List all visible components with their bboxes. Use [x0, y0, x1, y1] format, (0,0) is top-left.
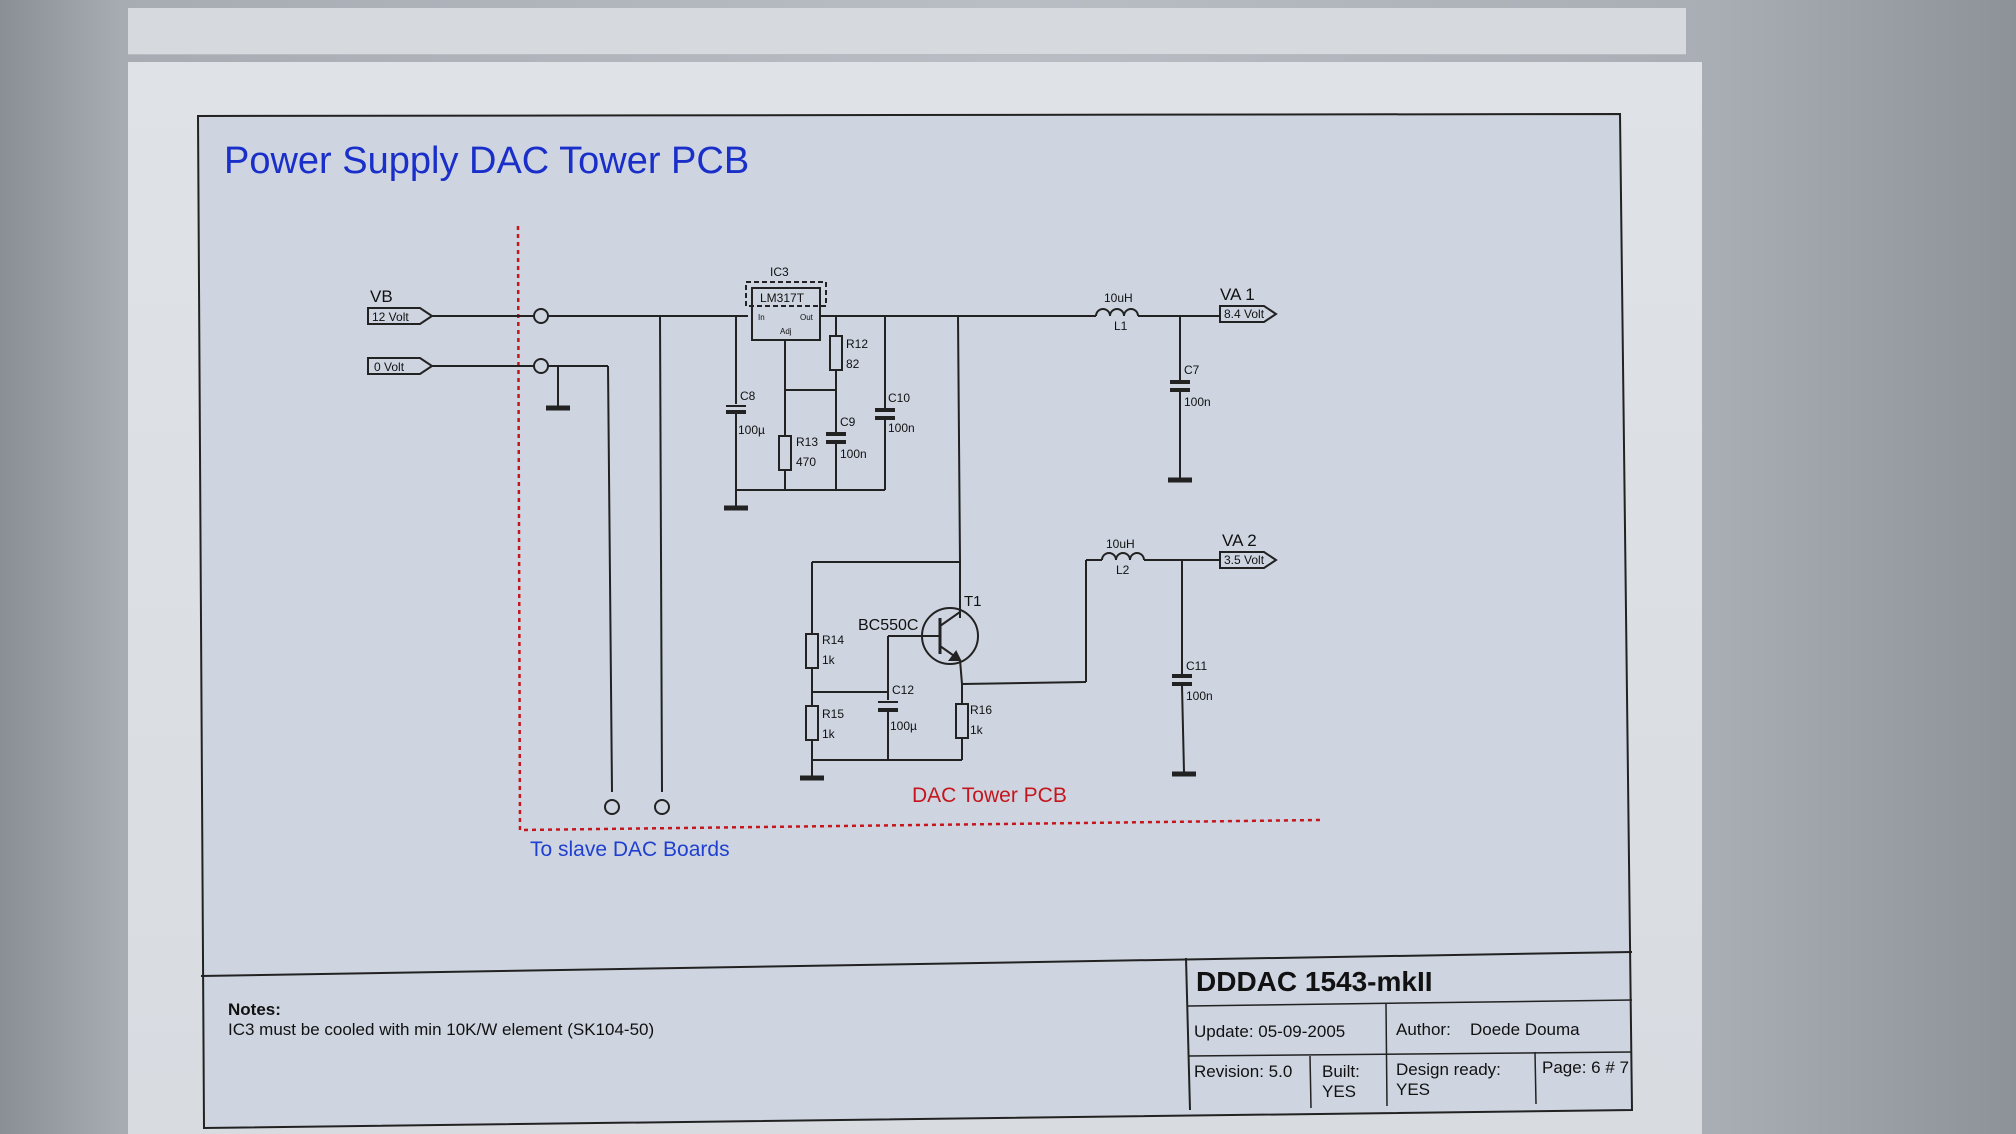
c10-ref: C10: [888, 391, 910, 405]
ic3-out-pin: Out: [800, 313, 814, 322]
va1-name: VA 1: [1220, 285, 1255, 304]
ic3-ref: IC3: [770, 265, 789, 279]
gnd-value: 0 Volt: [374, 360, 405, 374]
ic3-in-pin: In: [758, 313, 765, 322]
c11-ref: C11: [1186, 659, 1207, 673]
va2-name: VA 2: [1222, 531, 1257, 550]
design-ready-label: Design ready:: [1396, 1060, 1501, 1079]
notes-text: IC3 must be cooled with min 10K/W elemen…: [228, 1020, 655, 1039]
l1-ref: L1: [1114, 319, 1128, 333]
ic3-adj-pin: Adj: [780, 327, 792, 336]
r15-ref: R15: [822, 707, 844, 721]
va2-value: 3.5 Volt: [1224, 553, 1265, 567]
c10-value: 100n: [888, 421, 915, 435]
r12-ref: R12: [846, 337, 868, 351]
vb-value: 12 Volt: [372, 310, 409, 324]
r12-value: 82: [846, 357, 860, 371]
notes-heading: Notes:: [228, 1000, 281, 1019]
design-ready-value: YES: [1396, 1080, 1431, 1099]
l2-value: 10uH: [1106, 537, 1135, 551]
r16-ref: R16: [970, 703, 992, 717]
c12-ref: C12: [892, 683, 914, 697]
slave-boards-label: To slave DAC Boards: [530, 838, 730, 861]
c11-value: 100n: [1186, 689, 1213, 703]
c9-ref: C9: [840, 415, 856, 429]
c8-ref: C8: [740, 389, 756, 403]
r14-ref: R14: [822, 633, 844, 647]
author-name: Doede Douma: [1470, 1020, 1580, 1039]
ic3-part: LM317T: [760, 291, 805, 305]
t1-part: BC550C: [858, 617, 918, 634]
va1-value: 8.4 Volt: [1224, 307, 1265, 321]
author-label: Author:: [1396, 1020, 1451, 1039]
l1-value: 10uH: [1104, 291, 1133, 305]
r16-value: 1k: [970, 723, 984, 737]
page-number: Page: 6 # 7: [1542, 1058, 1629, 1077]
t1-ref: T1: [964, 593, 982, 610]
c8-value: 100µ: [738, 423, 765, 437]
vb-name: VB: [370, 287, 393, 306]
dac-tower-label: DAC Tower PCB: [912, 784, 1067, 807]
viewer-toolbar: [128, 8, 1686, 55]
r13-value: 470: [796, 455, 816, 469]
revision: Revision: 5.0: [1194, 1062, 1293, 1081]
r13-ref: R13: [796, 435, 818, 449]
project-title: DDDAC 1543-mkII: [1196, 966, 1433, 997]
page-title: Power Supply DAC Tower PCB: [224, 140, 750, 182]
built-value: YES: [1322, 1082, 1357, 1101]
c7-value: 100n: [1184, 395, 1211, 409]
r14-value: 1k: [822, 653, 836, 667]
c9-value: 100n: [840, 447, 867, 461]
l2-ref: L2: [1116, 563, 1130, 577]
built-label: Built:: [1322, 1062, 1360, 1081]
c7-ref: C7: [1184, 363, 1200, 377]
r15-value: 1k: [822, 727, 836, 741]
c12-value: 100µ: [890, 719, 917, 733]
update-date: Update: 05-09-2005: [1194, 1022, 1346, 1041]
